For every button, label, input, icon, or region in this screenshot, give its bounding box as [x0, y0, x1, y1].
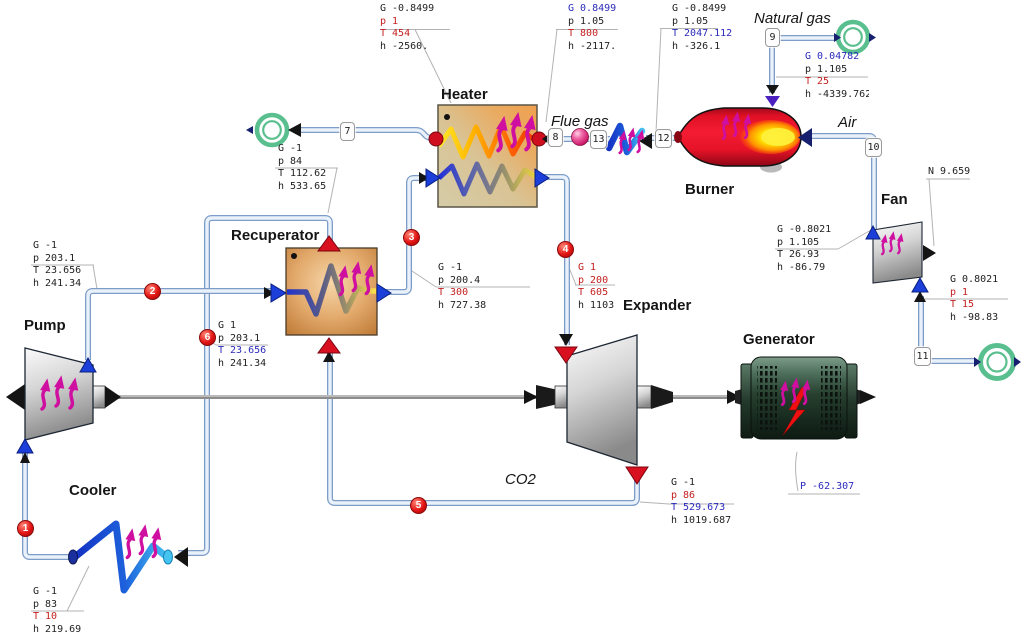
fan[interactable]	[865, 221, 929, 302]
node-10[interactable]: 10	[865, 138, 882, 157]
recuperator[interactable]	[264, 235, 392, 362]
air-label: Air	[838, 114, 857, 131]
recuperator-hot-out-port	[317, 235, 341, 252]
pump[interactable]	[16, 347, 97, 463]
heater-label: Heater	[441, 86, 488, 103]
natural-gas-label: Natural gas	[754, 10, 831, 27]
expander-label: Expander	[623, 297, 692, 314]
heater-flue-out-port	[428, 131, 444, 147]
recuperator-cold-in-port	[270, 283, 287, 303]
pump-inlet-port	[16, 437, 34, 454]
burner-flue-out-port	[674, 131, 682, 143]
node-3[interactable]: 3	[403, 229, 420, 246]
node-6[interactable]: 6	[199, 329, 216, 346]
fan-inlet-port	[911, 276, 929, 293]
node-2[interactable]: 2	[144, 283, 161, 300]
fan-label: Fan	[881, 191, 908, 208]
expander-inlet-port	[554, 346, 578, 364]
recuperator-hot-in-port	[317, 337, 341, 354]
co2-label: CO2	[505, 471, 536, 488]
node-12[interactable]: 12	[655, 129, 672, 148]
recuperator-status-dot	[291, 253, 297, 259]
pipe-heater-to-expander[interactable]	[538, 174, 570, 345]
burner-air-port	[798, 128, 812, 147]
pipe-expander-to-recuperator[interactable]	[327, 348, 640, 506]
heater-status-dot	[444, 114, 450, 120]
label-fan-power: N 9.659	[928, 166, 971, 177]
node-8[interactable]: 8	[548, 128, 563, 147]
burner[interactable]	[674, 85, 812, 173]
generator-vents-right	[821, 366, 841, 430]
terminal-air-source[interactable]	[974, 343, 1021, 381]
node-13[interactable]: 13	[590, 130, 607, 149]
pipe-cooler-to-pump[interactable]	[22, 446, 73, 560]
flue-arrow	[639, 133, 652, 149]
flue-gas-label: Flue gas	[551, 113, 609, 130]
node-1[interactable]: 1	[17, 520, 34, 537]
node-5[interactable]: 5	[410, 497, 427, 514]
recuperator-cold-out-port	[376, 283, 392, 303]
heater-co2-out-port	[534, 168, 550, 188]
node-4[interactable]: 4	[557, 241, 574, 258]
cooler-inlet-arrow	[174, 547, 188, 567]
expander[interactable]	[554, 334, 649, 485]
generator-vents-left	[757, 366, 777, 430]
generator-label: Generator	[743, 331, 815, 348]
terminal-fuel-source[interactable]	[834, 19, 876, 55]
cooler[interactable]	[68, 520, 189, 594]
pipe-pump-to-recuperator[interactable]	[85, 288, 278, 360]
heater-co2-in-port	[425, 168, 441, 188]
node-9[interactable]: 9	[765, 28, 780, 47]
node-7[interactable]: 7	[340, 122, 355, 141]
flue-gas-sensor-sphere[interactable]	[571, 128, 589, 146]
terminal-flue-sink[interactable]	[246, 112, 301, 148]
node-11[interactable]: 11	[914, 347, 931, 366]
burner-fuel-port	[765, 96, 780, 107]
pump-label: Pump	[24, 317, 66, 334]
burner-label: Burner	[685, 181, 735, 198]
heater-flue-coil	[436, 123, 538, 160]
cooler-label: Cooler	[69, 482, 117, 499]
pipe-recuperator-to-cooler[interactable]	[178, 215, 333, 556]
heater-co2-coil	[437, 161, 538, 197]
label-generator-power: P -62.307	[800, 481, 855, 492]
fan-outlet-port	[865, 224, 881, 240]
pump-outlet-port	[79, 356, 97, 373]
recuperator-label: Recuperator	[231, 227, 320, 244]
generator[interactable]	[740, 356, 858, 440]
expander-outlet-port	[625, 466, 649, 485]
